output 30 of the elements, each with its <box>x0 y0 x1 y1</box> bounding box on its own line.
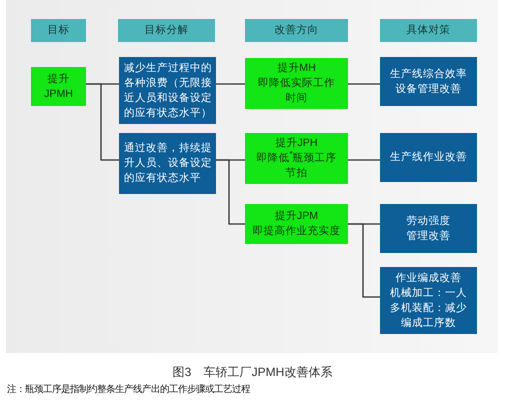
column-header: 具体对策 <box>380 19 477 42</box>
action-box: 劳动强度管理改善 <box>380 204 477 253</box>
connector-line <box>348 223 380 298</box>
direction-box <box>245 133 348 184</box>
description-text: 机械加工：一人多机装配：减少编成工序数 <box>389 286 468 330</box>
description-text: 即降低$^{*}$瓶颈工序节拍 <box>256 151 338 181</box>
connector-line <box>216 83 245 85</box>
connector-line <box>216 159 245 225</box>
process-box: 通过改善，持续提升人员、设备设定的应有状态水平 <box>119 133 216 194</box>
connector-line <box>348 83 380 85</box>
title-text: 作业编成改善 <box>396 270 462 286</box>
column-header: 目标分解 <box>118 19 215 42</box>
description-text: 即提高作业充实度 <box>252 224 340 239</box>
goal-box: 提升JPMH <box>31 67 86 106</box>
direction-box <box>245 204 348 244</box>
connector-line <box>86 83 119 161</box>
figure-caption: 图3 车轿工厂JPMH改善体系 <box>172 364 334 380</box>
title-text: 提升JPM <box>274 209 318 224</box>
column-header: 目标 <box>31 19 86 42</box>
action-box: 生产线作业改善 <box>380 133 477 182</box>
action-box <box>380 267 477 334</box>
description-text: 即降低实际工作时间 <box>257 76 336 106</box>
footnote-text: 注：瓶颈工序是指制约整条生产线产出的工作步骤或工艺过程 <box>7 383 250 395</box>
process-box: 减少生产过程中的各种浪费（无限接近人员和设备设定的应有状态水平） <box>119 57 216 124</box>
column-header: 改善方向 <box>245 19 348 42</box>
title-text: 提升MH <box>277 61 316 76</box>
title-text: 提升JPH <box>275 136 318 151</box>
direction-box <box>245 58 348 109</box>
action-box: 生产线综合效率设备管理改善 <box>380 57 477 106</box>
connector-line <box>348 159 380 161</box>
